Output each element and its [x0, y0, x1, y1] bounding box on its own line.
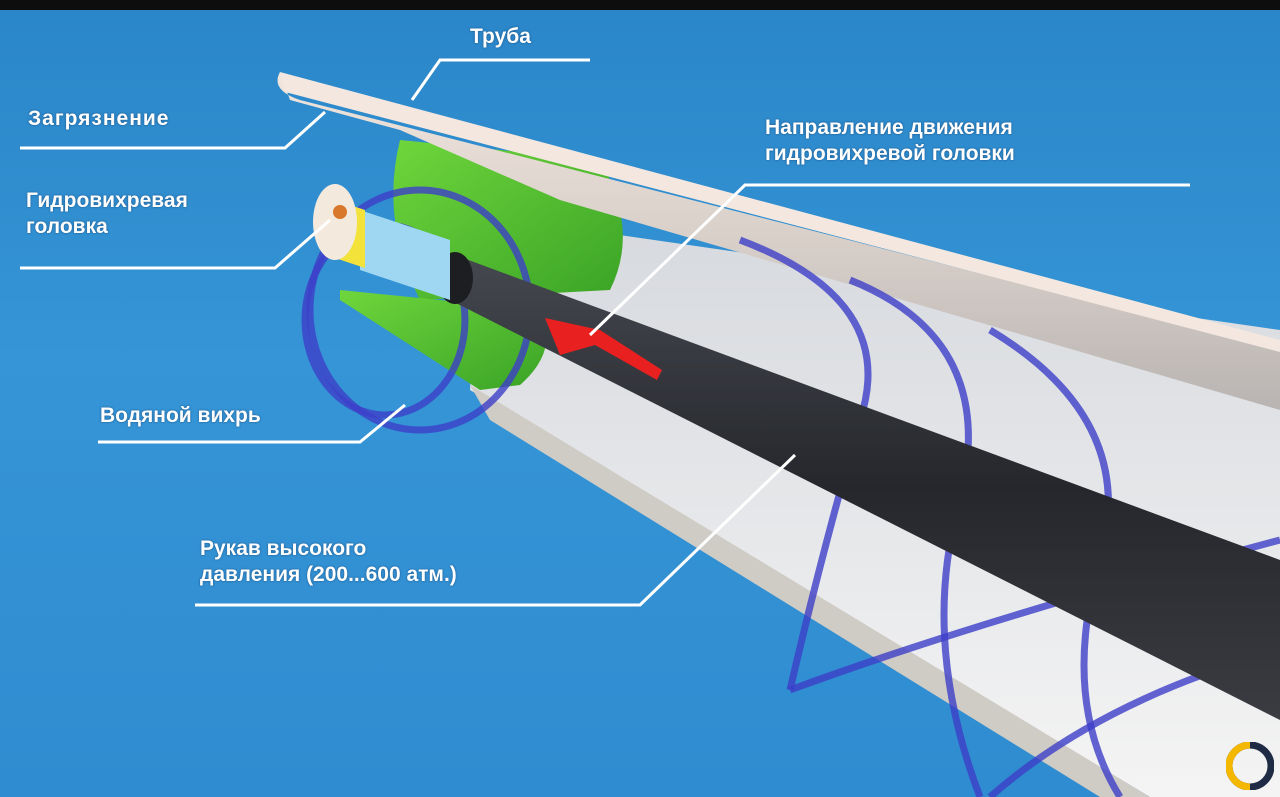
direction-arrow: [545, 318, 662, 380]
brand-logo-icon: [1226, 742, 1274, 790]
pipe-top-wall: [277, 72, 1280, 410]
label-head-line1: Гидровихревая: [26, 189, 188, 212]
label-vortex: Водяной вихрь: [100, 403, 261, 429]
label-hose-line2: давления (200...600 атм.): [200, 563, 457, 586]
leader-line-pipe: [410, 58, 590, 101]
pipe-lower-wall: [470, 385, 1150, 797]
label-hose-line1: Рукав высокого: [200, 537, 367, 560]
leader-line-contamination: [20, 110, 327, 150]
label-head-line2: головка: [26, 215, 108, 238]
leader-line-head: [20, 218, 331, 270]
label-hose: Рукав высокого давления (200...600 атм.): [200, 536, 457, 588]
label-contamination-text: Загрязнение: [28, 107, 170, 130]
label-pipe: Труба: [470, 24, 531, 50]
label-pipe-text: Труба: [470, 25, 531, 48]
top-bar: [0, 0, 1280, 10]
label-direction-line1: Направление движения: [765, 116, 1013, 139]
label-direction: Направление движения гидровихревой голов…: [765, 115, 1015, 167]
label-contamination: Загрязнение: [28, 106, 169, 132]
leader-line-vortex: [98, 403, 406, 444]
label-direction-line2: гидровихревой головки: [765, 142, 1015, 165]
leader-line-direction: [588, 183, 1190, 337]
pipe-top-rim: [280, 72, 1280, 352]
leader-lines: [20, 58, 1190, 607]
hydro-vortex-head: [313, 184, 450, 300]
leader-line-hose: [195, 453, 797, 607]
label-vortex-text: Водяной вихрь: [100, 404, 261, 427]
label-head: Гидровихревая головка: [26, 188, 188, 240]
